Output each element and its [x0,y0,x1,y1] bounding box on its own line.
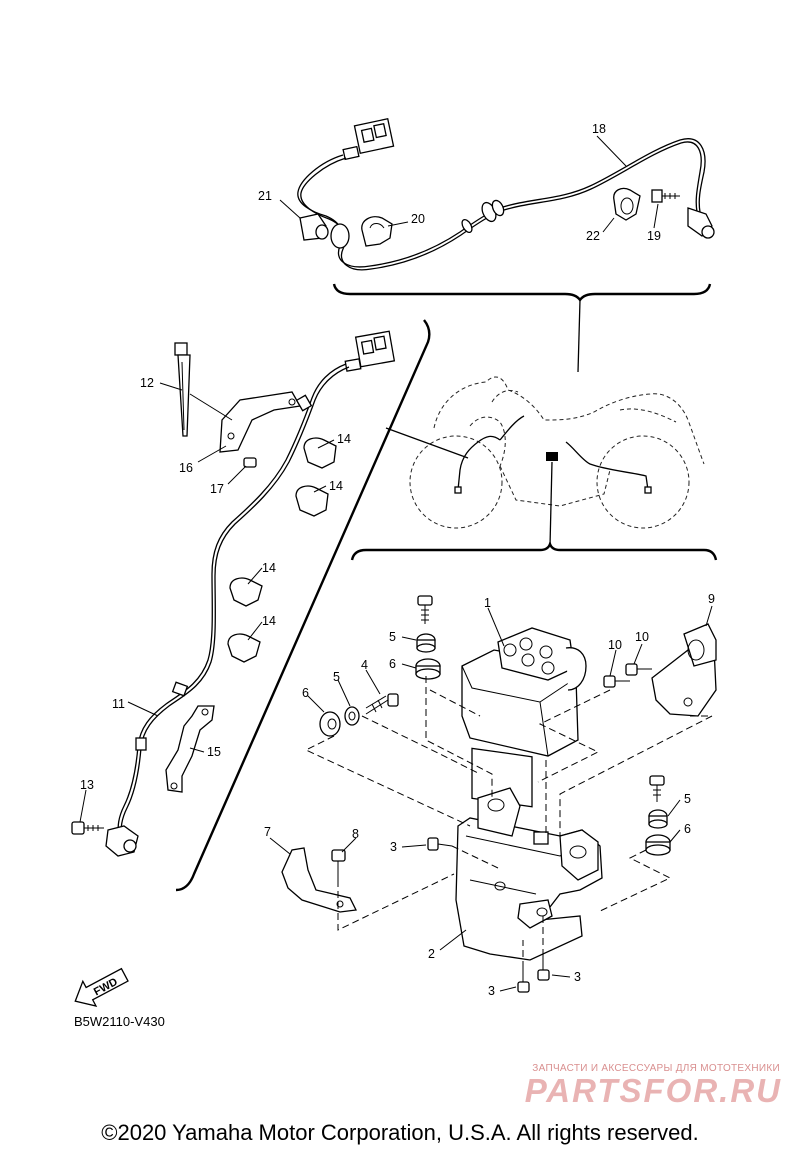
rear-sensor-lead [297,138,706,268]
callout-8: 8 [352,827,359,841]
bolt-top [417,595,433,624]
callout-17: 17 [210,482,224,496]
bolt-10a [603,675,630,688]
callout-3c: 3 [574,970,581,984]
cable-tie-12 [174,342,191,437]
clamp-14b [295,485,329,517]
bolt-right [649,775,665,802]
clip-22 [613,187,641,221]
bolt-17 [243,457,257,468]
fwd-label: FWD [92,976,120,998]
clamp-14d [227,633,261,663]
callout-14b: 14 [329,479,343,493]
bolt-3c [537,956,550,981]
callout-15: 15 [207,745,221,759]
clamp-14a [303,437,337,469]
bracket-15 [165,705,215,793]
callout-21: 21 [258,189,272,203]
grommet-6-top [415,658,441,680]
callout-1: 1 [484,596,491,610]
callout-14a: 14 [337,432,351,446]
bolt-8 [331,849,346,880]
clamp-14c [229,577,263,607]
front-sensor-group [71,319,431,892]
callout-labels: 18 21 20 22 19 12 14 16 17 14 14 14 11 1… [80,122,715,998]
callout-11: 11 [112,697,125,711]
rear-sensor-head [687,207,715,239]
callout-4: 4 [361,658,368,672]
callout-12: 12 [140,376,154,390]
watermark-tagline: ЗАПЧАСТИ И АКСЕССУАРЫ ДЛЯ МОТОТЕХНИКИ [532,1063,780,1074]
bolt-13 [71,821,104,835]
bolt-4 [365,693,399,715]
diagram-code: B5W2110-V430 [74,1014,165,1029]
callout-6a: 6 [389,657,396,671]
callout-22: 22 [586,229,600,243]
grommet-6-right [645,834,671,856]
bolt-3b [517,968,530,993]
motorcycle-silhouette [385,376,705,547]
callout-13: 13 [80,778,94,792]
callout-5b: 5 [333,670,340,684]
top-group-bracket [332,283,712,303]
bolt-10b [625,663,652,676]
sensor-holder-21 [299,213,329,241]
bracket-16 [219,391,302,453]
clamp-20 [361,216,393,247]
callout-14c: 14 [262,561,276,575]
callout-9: 9 [708,592,715,606]
callout-18: 18 [592,122,606,136]
grommet-6-left [319,711,341,737]
callout-10a: 10 [608,638,622,652]
callout-16: 16 [179,461,193,475]
callout-14d: 14 [262,614,276,628]
callout-3a: 3 [390,840,397,854]
bracket-9 [651,623,717,717]
bracket-2 [455,787,603,961]
callout-6c: 6 [684,822,691,836]
callout-2: 2 [428,947,435,961]
watermark-logo: PARTSFOR.RU [524,1072,782,1109]
callout-6b: 6 [302,686,309,700]
hydraulic-unit-1 [461,627,587,808]
hydraulic-unit-group [269,540,718,993]
collar-5-right [648,809,668,829]
rear-sensor-group [279,118,715,373]
front-sensor-head [105,825,139,857]
callout-5c: 5 [684,792,691,806]
callout-7: 7 [264,825,271,839]
callout-10b: 10 [635,630,649,644]
hu-group-bracket [350,540,718,561]
bolt-3a [427,837,453,851]
copyright-notice: ©2020 Yamaha Motor Corporation, U.S.A. A… [101,1120,699,1145]
collar-5-left [344,706,360,726]
front-group-bracket [175,319,431,892]
fwd-arrow: FWD [74,967,129,1007]
collar-5-top [416,633,436,653]
front-sensor-connector [344,330,396,372]
rear-sensor-connector [342,118,395,161]
callout-20: 20 [411,212,425,226]
callout-19: 19 [647,229,661,243]
callout-3b: 3 [488,984,495,998]
front-sensor-lead [117,363,347,835]
bolt-19 [651,189,680,203]
callout-5a: 5 [389,630,396,644]
